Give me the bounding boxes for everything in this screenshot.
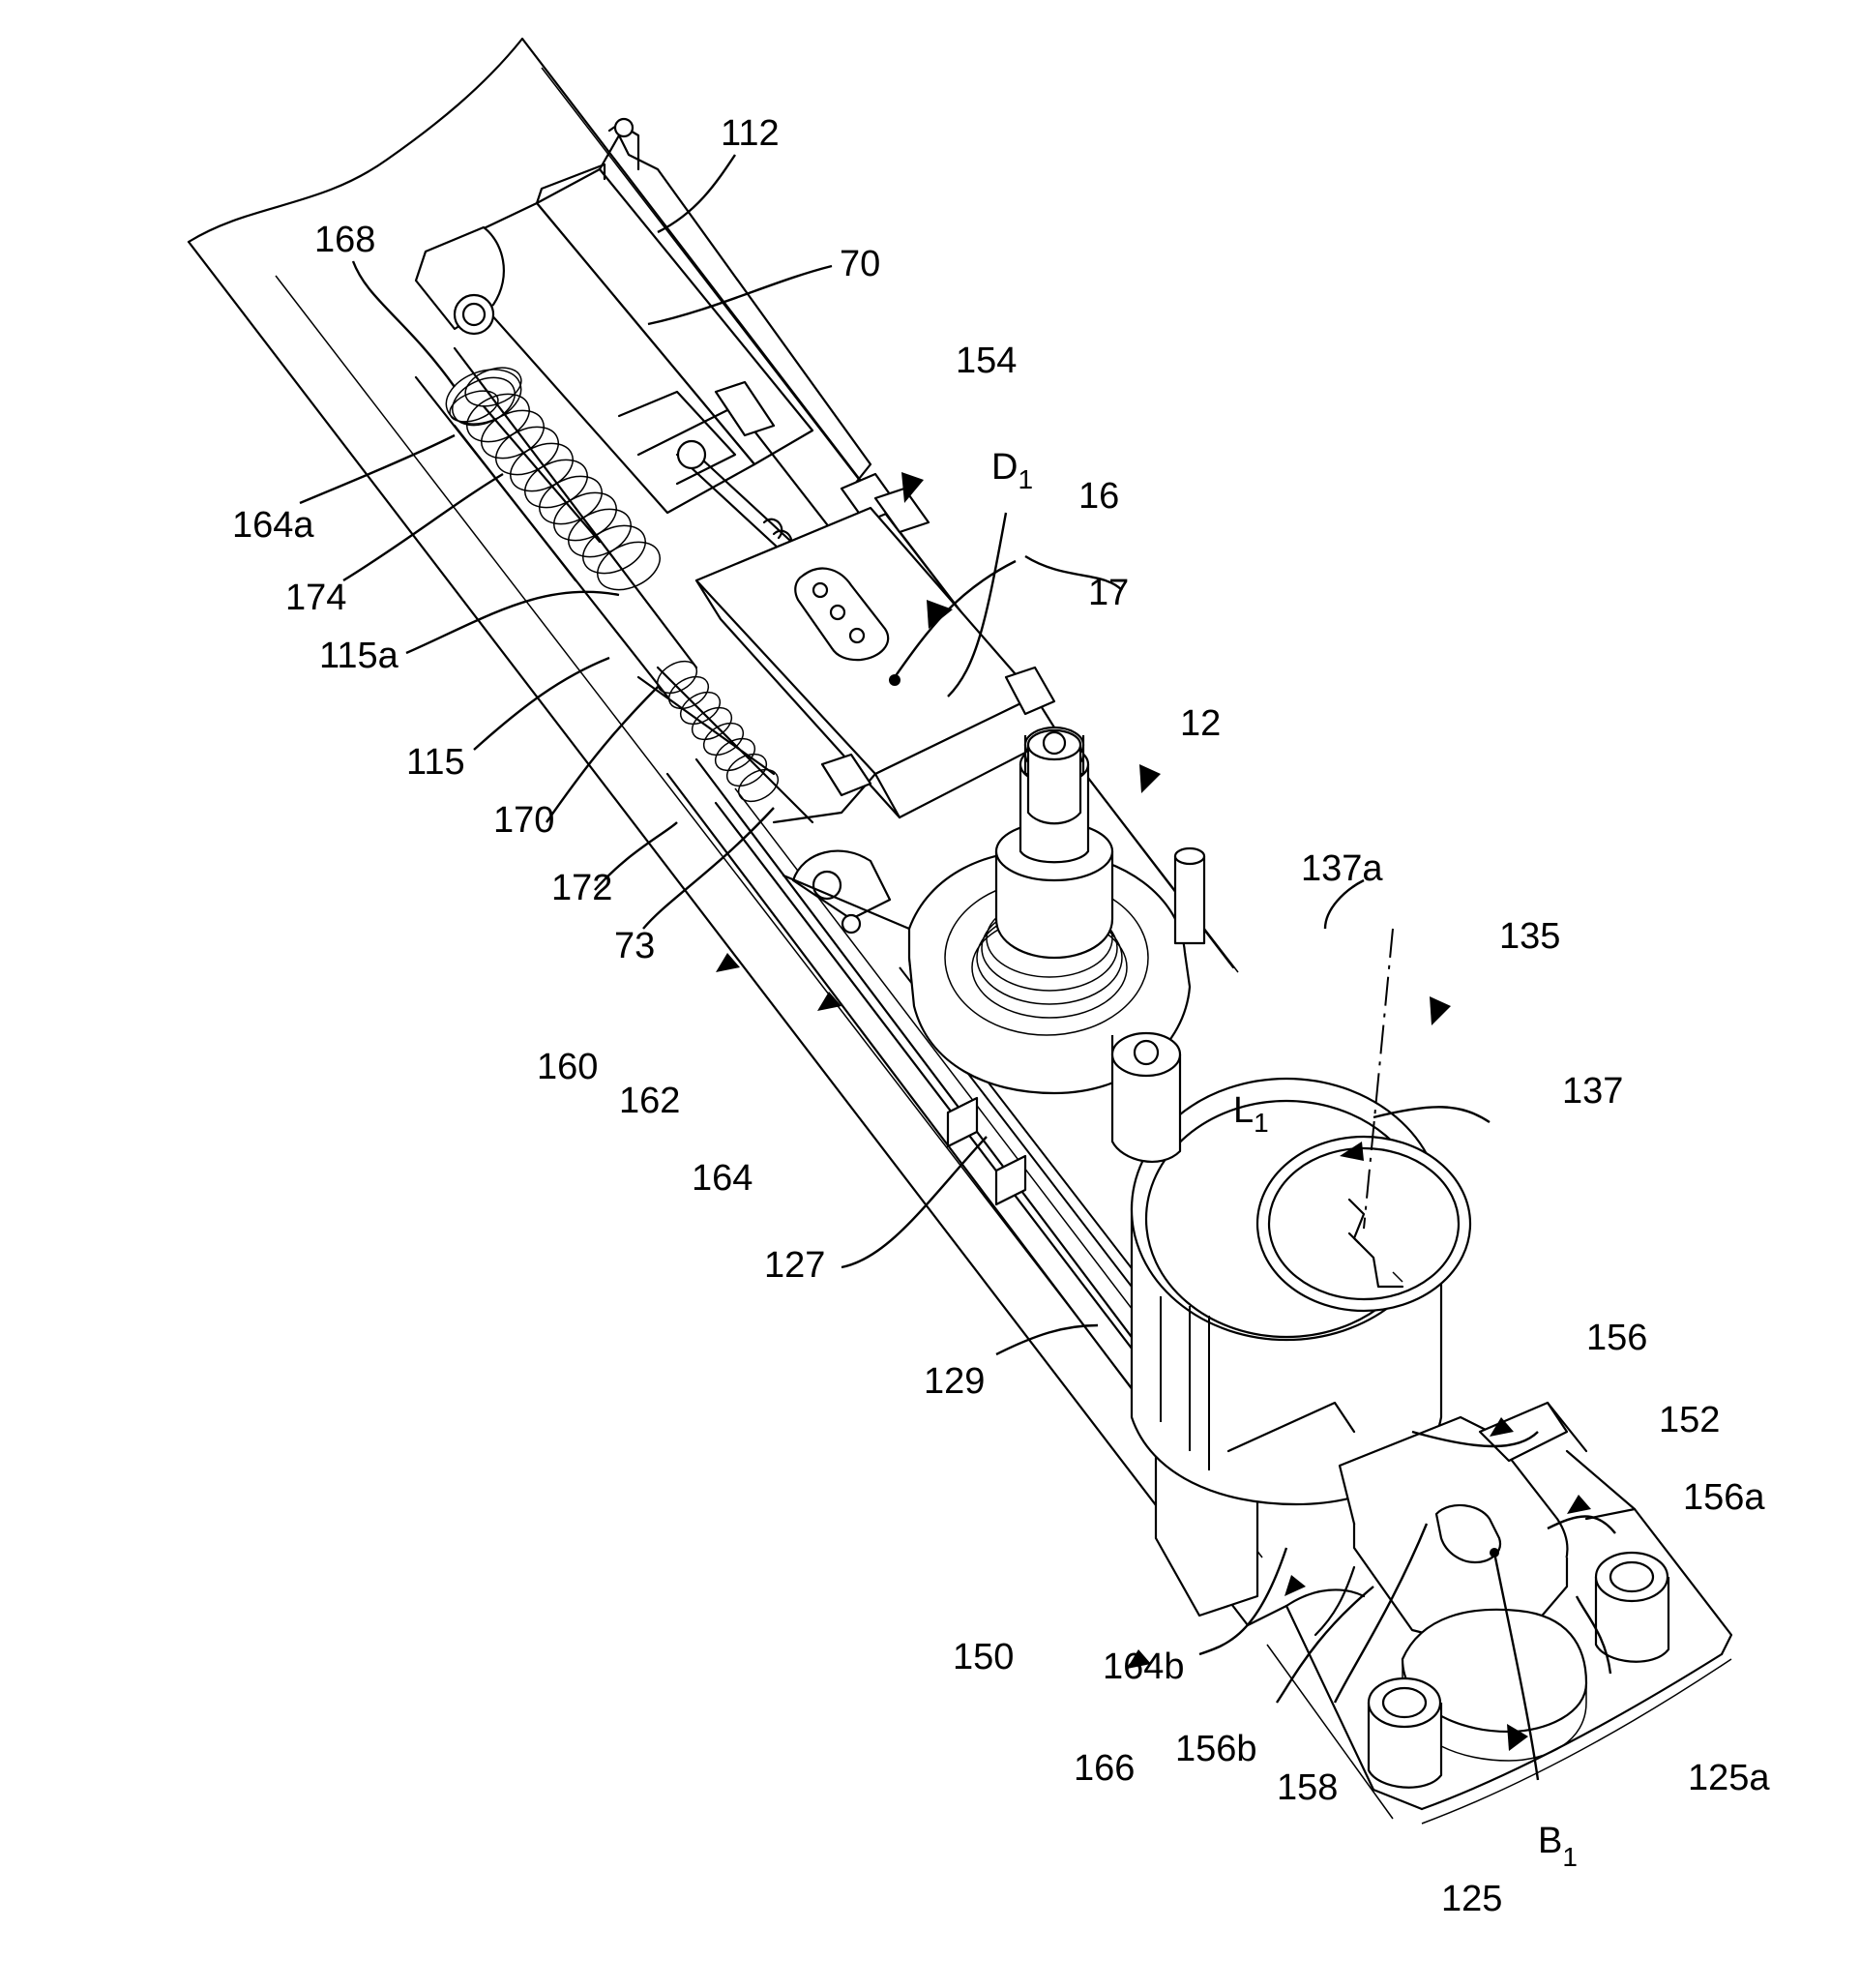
label-D1: D1 [991,447,1033,494]
label-115: 115 [406,742,465,783]
label-137: 137 [1562,1071,1623,1112]
label-156a: 156a [1683,1477,1765,1518]
label-115a: 115a [319,636,399,676]
label-164a: 164a [232,505,314,546]
label-16: 16 [1078,476,1119,517]
label-172: 172 [551,868,612,908]
label-L1-sub: 1 [1254,1108,1269,1138]
label-12: 12 [1180,703,1221,744]
motor-assembly [416,119,929,580]
label-D1-main: D [991,447,1018,488]
label-166: 166 [1074,1748,1135,1789]
label-164: 164 [692,1158,753,1199]
label-152: 152 [1659,1400,1720,1440]
label-73: 73 [614,926,655,966]
label-156b: 156b [1175,1729,1257,1769]
label-112: 112 [721,113,780,154]
label-D1-sub: 1 [1018,464,1033,494]
label-L1-main: L [1233,1090,1254,1131]
label-17: 17 [1088,573,1129,613]
label-137a: 137a [1301,848,1383,889]
label-129: 129 [924,1361,985,1402]
label-125: 125 [1441,1879,1502,1919]
label-135: 135 [1499,916,1560,957]
label-158: 158 [1277,1767,1338,1808]
label-150: 150 [953,1637,1014,1677]
label-156: 156 [1586,1318,1647,1358]
label-127: 127 [764,1245,825,1286]
label-164b: 164b [1103,1647,1185,1687]
label-B1-main: B [1538,1821,1562,1861]
label-162: 162 [619,1081,680,1121]
slide-carriage [696,508,1059,822]
label-168: 168 [314,220,375,260]
label-B1-sub: 1 [1562,1842,1578,1872]
label-174: 174 [285,578,346,618]
label-125a: 125a [1688,1758,1770,1798]
label-160: 160 [537,1047,598,1087]
label-B1: B1 [1538,1821,1578,1872]
label-154: 154 [956,341,1017,381]
label-70: 70 [840,244,880,284]
label-170: 170 [493,800,554,841]
